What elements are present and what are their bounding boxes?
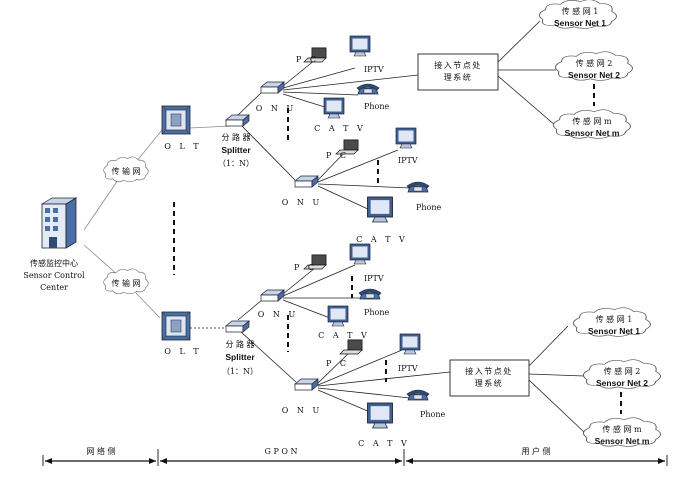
sensor-net-2-en-bottom: Sensor Net 2 bbox=[596, 378, 648, 388]
pc-label-3: P C bbox=[294, 263, 317, 272]
iptv-4-icon bbox=[399, 333, 421, 355]
phone-2-icon bbox=[406, 181, 430, 193]
catv-label-4: C A T V bbox=[358, 439, 410, 448]
center-label-en-2: Center bbox=[40, 283, 68, 292]
catv-3-icon bbox=[327, 305, 349, 327]
phone-label-3: Phone bbox=[364, 308, 390, 317]
phone-label-2: Phone bbox=[416, 203, 442, 212]
splitter-ratio-bottom: （1：N） bbox=[222, 367, 258, 376]
access-node-label-2-top: 理系统 bbox=[444, 72, 473, 82]
user-side-label: 用 户 侧 bbox=[521, 446, 550, 456]
catv-2-icon bbox=[366, 196, 394, 223]
iptv-label-2: IPTV bbox=[398, 156, 418, 165]
phone-3-icon bbox=[358, 288, 382, 300]
phone-label-1: Phone bbox=[364, 102, 390, 111]
ellipsis-dashes bbox=[173, 84, 622, 414]
sensor-net-2-en-top: Sensor Net 2 bbox=[568, 70, 620, 80]
cloud-label-top: 传 输 网 bbox=[111, 166, 140, 176]
sensor-net-1-cn-bottom: 传 感 网 1 bbox=[596, 314, 633, 324]
access-node-label-1-top: 接入节点处 bbox=[434, 60, 482, 70]
onu-label-1: O N U bbox=[256, 104, 296, 113]
pc-label-4: P C bbox=[326, 359, 349, 368]
access-node-box-top: 接入节点处 理系统 bbox=[417, 53, 499, 91]
network-side-label: 网 络 侧 bbox=[86, 446, 115, 456]
olt-label-top: O L T bbox=[164, 142, 201, 151]
pc-label-2: P C bbox=[326, 151, 349, 160]
splitter-en-top: Splitter bbox=[221, 145, 251, 155]
connection-lines bbox=[83, 20, 585, 433]
onu-label-4: O N U bbox=[282, 406, 322, 415]
onu-3-icon bbox=[260, 289, 285, 302]
splitter-bottom-icon bbox=[225, 320, 250, 333]
sensor-net-m-cn-bottom: 传 感 网 m bbox=[602, 424, 642, 434]
splitter-cn-bottom: 分 路 器 bbox=[225, 339, 254, 349]
onu-label-2: O N U bbox=[282, 198, 322, 207]
sensor-net-m-en-bottom: Sensor Net m bbox=[595, 436, 650, 446]
onu-4-icon bbox=[294, 378, 319, 391]
iptv-label-4: IPTV bbox=[398, 364, 418, 373]
sensor-net-m-en-top: Sensor Net m bbox=[565, 128, 620, 138]
iptv-1-icon bbox=[349, 35, 371, 57]
sensor-net-1-en-bottom: Sensor Net 1 bbox=[588, 326, 640, 336]
center-label-cn: 传感监控中心 bbox=[30, 258, 78, 268]
onu-2-icon bbox=[294, 175, 319, 188]
onu-label-3: O N U bbox=[258, 310, 298, 319]
sensor-net-2-cn-bottom: 传 感 网 2 bbox=[604, 366, 641, 376]
catv-label-3: C A T V bbox=[318, 331, 370, 340]
olt-label-bottom: O L T bbox=[164, 347, 201, 356]
access-node-box-bottom: 接入节点处 理系统 bbox=[449, 359, 530, 397]
olt-bottom-icon bbox=[161, 311, 191, 341]
olt-top-icon bbox=[161, 105, 191, 135]
center-label-en-1: Sensor Control bbox=[23, 271, 85, 280]
iptv-2-icon bbox=[395, 127, 417, 149]
sensor-net-2-cn-top: 传 感 网 2 bbox=[576, 58, 613, 68]
iptv-3-icon bbox=[349, 243, 371, 265]
catv-4-icon bbox=[366, 402, 394, 429]
catv-label-2: C A T V bbox=[356, 235, 408, 244]
access-node-label-2-bottom: 理系统 bbox=[475, 378, 504, 388]
access-node-label-1-bottom: 接入节点处 bbox=[465, 366, 513, 376]
onu-1-icon bbox=[260, 81, 285, 94]
cloud-label-bottom: 传 输 网 bbox=[111, 278, 140, 288]
bottom-segment-bar bbox=[42, 449, 668, 466]
splitter-cn-top: 分 路 器 bbox=[221, 132, 250, 142]
transmission-network-cloud-icon bbox=[103, 156, 149, 295]
catv-1-icon bbox=[323, 97, 345, 119]
catv-label-1: C A T V bbox=[314, 124, 366, 133]
iptv-label-3: IPTV bbox=[364, 274, 384, 283]
splitter-ratio-top: （1：N） bbox=[218, 159, 254, 168]
gpon-label: G P O N bbox=[265, 447, 298, 456]
pc-label-1: P C bbox=[296, 55, 319, 64]
splitter-en-bottom: Splitter bbox=[225, 352, 255, 362]
sensor-net-1-en-top: Sensor Net 1 bbox=[554, 18, 606, 28]
sensor-control-center-building-icon bbox=[40, 197, 78, 249]
pc-4-icon bbox=[339, 339, 363, 355]
sensor-net-1-cn-top: 传 感 网 1 bbox=[562, 6, 599, 16]
iptv-label-1: IPTV bbox=[364, 65, 384, 74]
sensor-net-m-cn-top: 传 感 网 m bbox=[572, 116, 612, 126]
phone-4-icon bbox=[406, 389, 430, 401]
splitter-top-icon bbox=[225, 114, 250, 127]
phone-1-icon bbox=[356, 83, 380, 95]
phone-label-4: Phone bbox=[420, 410, 446, 419]
